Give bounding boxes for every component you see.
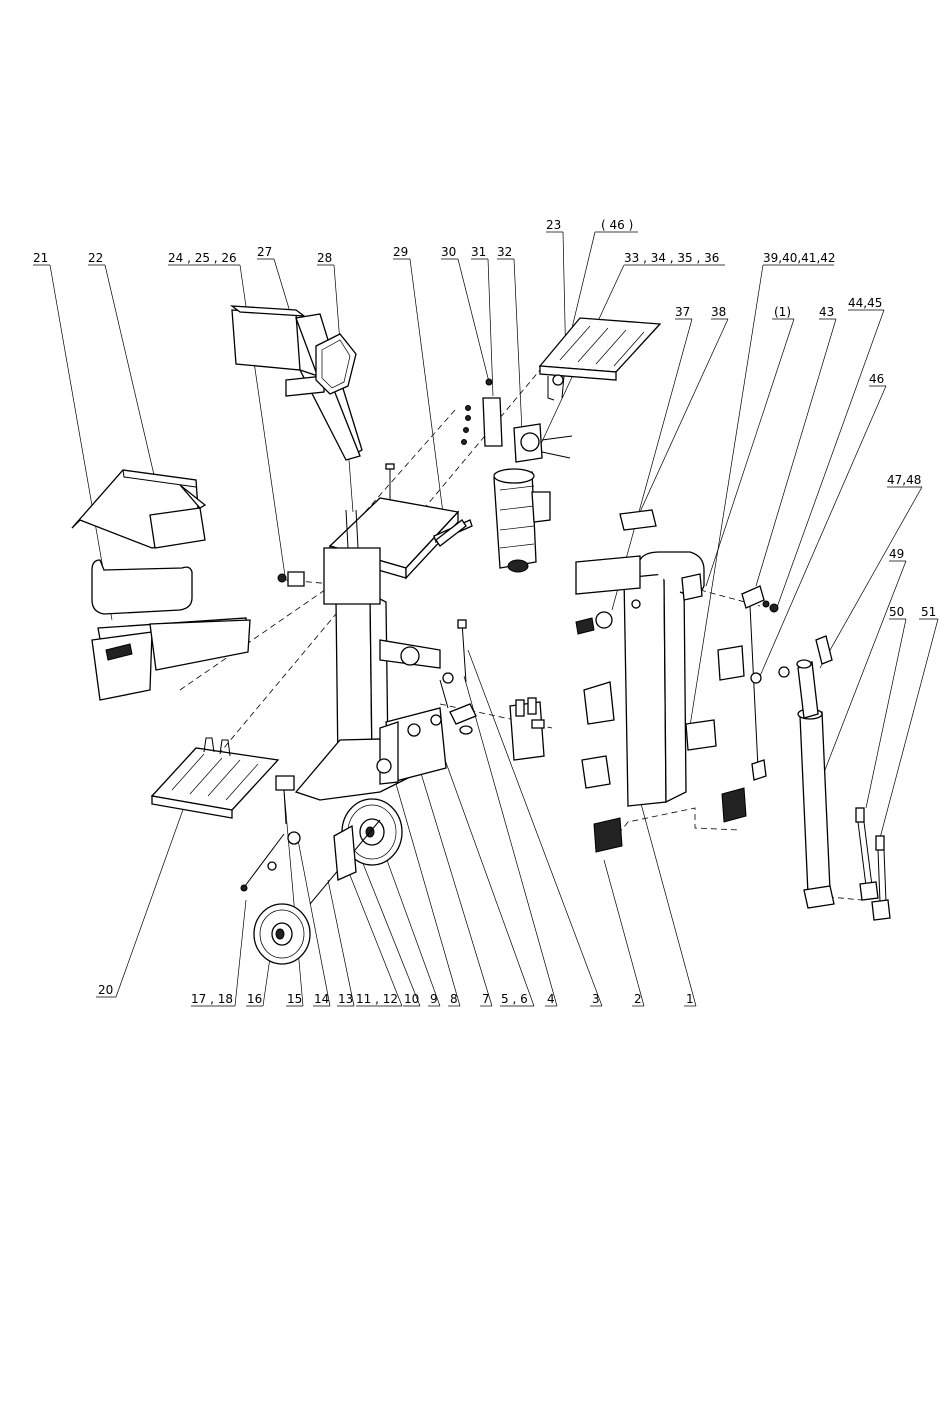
label-3: 3 [592, 992, 600, 1006]
part-21-handle [92, 560, 250, 700]
label-37: 37 [675, 305, 690, 319]
label-21: 21 [33, 251, 48, 265]
label-27: 27 [257, 245, 272, 259]
part-22-tray [72, 470, 205, 548]
part-23-table [540, 318, 660, 400]
part-28-guard [316, 334, 356, 394]
part-30-32-bracket [462, 379, 573, 462]
label-50: 50 [889, 605, 904, 619]
part-49-cylinder [779, 636, 834, 908]
main-frame [296, 498, 472, 800]
label-44-45: 44,45 [848, 296, 882, 310]
label-13: 13 [338, 992, 353, 1006]
part-20-footplate [152, 738, 278, 818]
label-9: 9 [430, 992, 438, 1006]
label-31: 31 [471, 245, 486, 259]
label-51: 51 [921, 605, 936, 619]
label-29: 29 [393, 245, 408, 259]
part-43-rod [742, 586, 778, 780]
label-15: 15 [287, 992, 302, 1006]
label-22: 22 [88, 251, 103, 265]
label-43: 43 [819, 305, 834, 319]
label-33-34-35-36: 33 , 34 , 35 , 36 [624, 251, 719, 265]
part-50-hose [856, 808, 878, 900]
label-39-40-41-42: 39,40,41,42 [763, 251, 836, 265]
bottom-labels: 20 17 , 18 16 15 14 13 11 , 12 10 9 8 7 … [96, 983, 696, 1006]
label-23: 23 [546, 218, 561, 232]
label-24-25-26: 24 , 25 , 26 [168, 251, 237, 265]
label-14: 14 [314, 992, 329, 1006]
motor [494, 469, 550, 572]
label-11-12: 11 , 12 [356, 992, 398, 1006]
label-32: 32 [497, 245, 512, 259]
label-47-48: 47,48 [887, 473, 921, 487]
part-5-6-valve-block [510, 698, 544, 760]
label-28: 28 [317, 251, 332, 265]
label-46-ref: ( 46 ) [601, 218, 633, 232]
label-17-18: 17 , 18 [191, 992, 233, 1006]
part-51-hose [872, 836, 890, 920]
label-30: 30 [441, 245, 456, 259]
label-49: 49 [889, 547, 904, 561]
wheel-left [254, 904, 310, 964]
label-46: 46 [869, 372, 884, 386]
label-38: 38 [711, 305, 726, 319]
label-1-ref: (1) [774, 305, 791, 319]
label-5-6: 5 , 6 [501, 992, 528, 1006]
label-16: 16 [247, 992, 262, 1006]
label-20: 20 [98, 983, 113, 997]
part-3-valve [440, 620, 476, 734]
